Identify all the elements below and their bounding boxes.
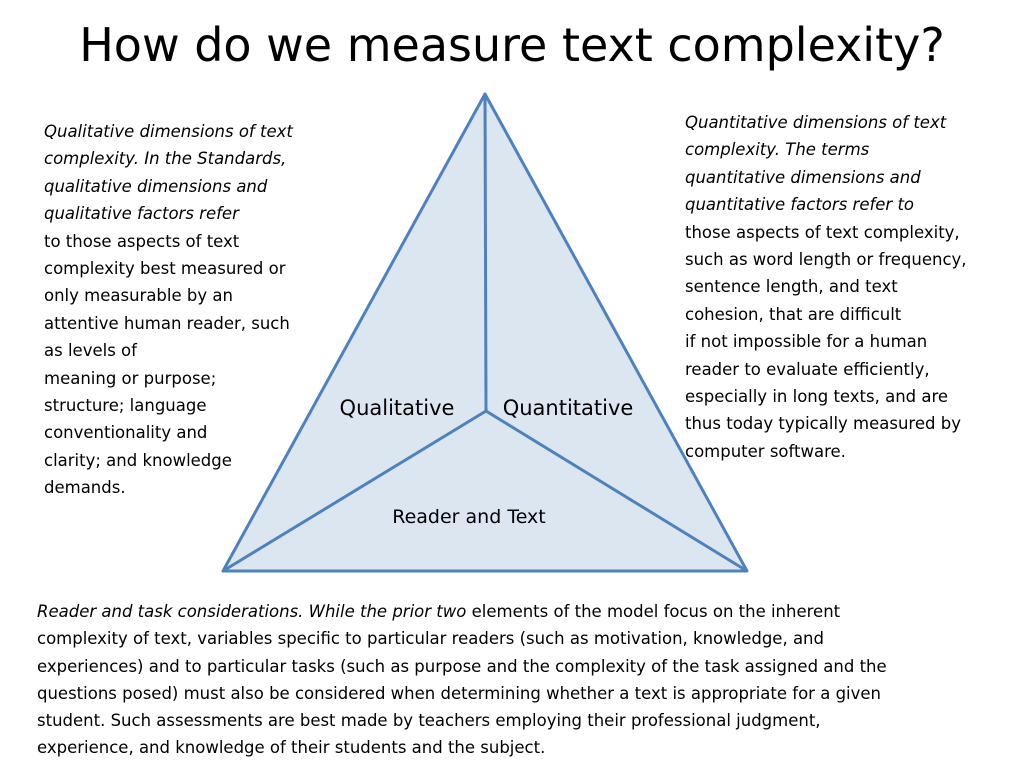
qualitative-text-line: demands. [44, 478, 126, 498]
reader-task-italic-lead: Reader and task considerations. While th… [37, 602, 467, 621]
divider-left [222, 409, 487, 573]
divider-right [485, 409, 748, 573]
qualitative-italic-line: qualitative factors refer [44, 204, 239, 224]
label-qualitative: Qualitative [340, 396, 455, 420]
quantitative-text-line: if not impossible for a human [685, 332, 928, 352]
qualitative-italic-line: complexity. In the Standards, [44, 149, 287, 169]
qualitative-text-line: clarity; and knowledge [44, 450, 232, 470]
divider-vertical [483, 93, 488, 412]
reader-task-text-line: experiences) and to particular tasks (su… [37, 656, 887, 676]
qualitative-text-line: structure; language [44, 396, 207, 416]
qualitative-text-line: as levels of [44, 341, 137, 361]
qualitative-text-line: to those aspects of text [44, 231, 240, 251]
quantitative-text-line: such as word length or frequency, [685, 250, 967, 270]
qualitative-text-line: meaning or purpose; [44, 368, 217, 388]
reader-task-text-line: complexity of text, variables specific t… [37, 629, 824, 649]
qualitative-text-line: conventionality and [44, 423, 208, 443]
reader-task-first-rest: elements of the model focus on the inher… [466, 602, 841, 621]
reader-task-text-line: experience, and knowledge of their stude… [37, 738, 546, 758]
qualitative-italic-line: Qualitative dimensions of text [44, 122, 293, 141]
quantitative-description: Quantitative dimensions of text complexi… [685, 109, 967, 465]
quantitative-text-line: cohesion, that are difficult [685, 304, 902, 324]
quantitative-text-line: thus today typically measured by [685, 414, 961, 434]
qualitative-description: Qualitative dimensions of text complexit… [44, 118, 293, 502]
qualitative-text-line: attentive human reader, such [44, 313, 290, 333]
label-quantitative: Quantitative [503, 396, 634, 420]
quantitative-italic-line: complexity. The terms [685, 140, 870, 160]
qualitative-text-line: only measurable by an [44, 286, 233, 306]
quantitative-text-line: computer software. [685, 441, 846, 461]
reader-task-first-line: Reader and task considerations. While th… [37, 598, 887, 625]
quantitative-text-line: sentence length, and text [685, 277, 898, 297]
quantitative-text-line: those aspects of text complexity, [685, 222, 960, 242]
slide-title: How do we measure text complexity? [79, 18, 945, 72]
label-reader-and-text: Reader and Text [392, 506, 546, 528]
quantitative-text-line: especially in long texts, and are [685, 387, 949, 407]
quantitative-italic-line: quantitative dimensions and [685, 167, 921, 187]
qualitative-text-line: complexity best measured or [44, 259, 286, 279]
qualitative-italic-line: qualitative dimensions and [44, 176, 268, 196]
quantitative-italic-line: quantitative factors refer to [685, 195, 915, 215]
reader-task-description: Reader and task considerations. While th… [37, 598, 887, 762]
quantitative-text-line: reader to evaluate efficiently, [685, 359, 930, 379]
reader-task-text-line: questions posed) must also be considered… [37, 683, 881, 703]
quantitative-italic-line: Quantitative dimensions of text [685, 113, 947, 132]
reader-task-text-line: student. Such assessments are best made … [37, 711, 821, 731]
